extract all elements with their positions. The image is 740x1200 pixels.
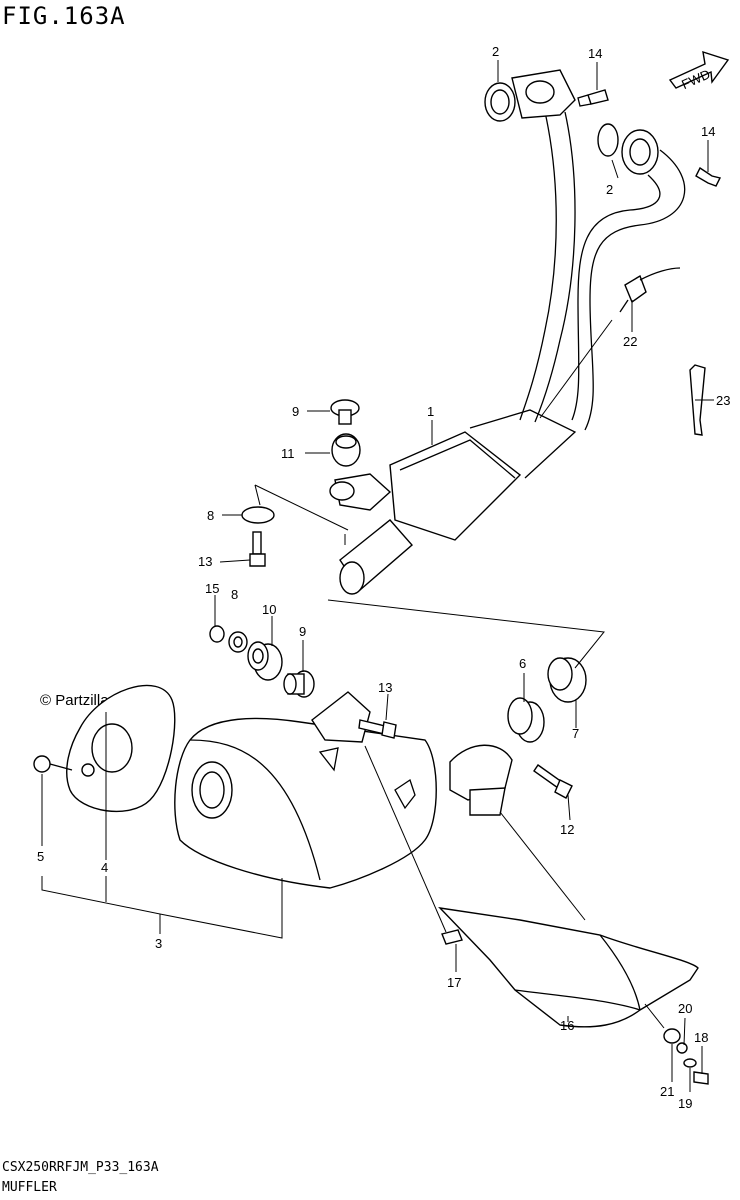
- seal-7: [547, 657, 587, 703]
- callout-labels: 2 14 14 2 22 23 1 9 11 8 13 15 8 10 9 13…: [37, 44, 730, 1111]
- callout-11: 11: [281, 446, 295, 461]
- callout-17: 17: [447, 975, 461, 990]
- callout-2-upper: 2: [492, 44, 499, 59]
- callout-2-lower: 2: [606, 182, 613, 197]
- callout-20: 20: [678, 1001, 692, 1016]
- forward-direction-arrow: FWD: [668, 50, 730, 92]
- bolt-13-muffler: [358, 719, 397, 739]
- callout-9-lower: 9: [299, 624, 306, 639]
- bolt-14-lower: [695, 166, 722, 187]
- callout-22: 22: [623, 334, 637, 349]
- callout-8-lower: 8: [231, 587, 238, 602]
- callout-12: 12: [560, 822, 574, 837]
- grommet-10: [247, 641, 283, 681]
- washer-8-upper: [241, 506, 275, 524]
- oxygen-sensor-22: [619, 267, 681, 313]
- callout-5: 5: [37, 849, 44, 864]
- callout-16: 16: [560, 1018, 574, 1033]
- callout-13-muffler: 13: [378, 680, 392, 695]
- figure-title: FIG.163A: [2, 2, 126, 30]
- callout-10: 10: [262, 602, 276, 617]
- callout-15: 15: [205, 581, 219, 596]
- callout-9-upper: 9: [292, 404, 299, 419]
- nut-21: [663, 1028, 681, 1044]
- exhaust-pipe-assembly: [329, 69, 686, 595]
- callout-13-left: 13: [198, 554, 212, 569]
- fwd-label: FWD: [679, 66, 712, 92]
- callout-21: 21: [660, 1084, 674, 1099]
- washer-19: [683, 1058, 697, 1068]
- bolt-13-left: [249, 531, 266, 567]
- leader-lines: [41, 60, 714, 1092]
- callout-4: 4: [101, 860, 108, 875]
- footer-section-name: MUFFLER: [2, 1180, 57, 1195]
- callout-23: 23: [716, 393, 730, 408]
- callout-7: 7: [572, 726, 579, 741]
- callout-19: 19: [678, 1096, 692, 1111]
- callout-14-lower: 14: [701, 124, 715, 139]
- bolt-12: [533, 764, 573, 799]
- bolt-18: [693, 1071, 709, 1085]
- callout-6: 6: [519, 656, 526, 671]
- callout-3: 3: [155, 936, 162, 951]
- spacer-20: [676, 1042, 688, 1054]
- nut-17: [441, 929, 463, 945]
- heat-guard-16: [438, 907, 699, 1028]
- gasket-2-lower: [597, 123, 619, 157]
- screw-5: [33, 755, 73, 773]
- muffler-cover-4: [66, 684, 176, 813]
- bolt-14-upper: [577, 89, 609, 107]
- footer-diagram-code: CSX250RRFJM_P33_163A: [2, 1160, 159, 1175]
- nut-15: [209, 625, 225, 643]
- gasket-6: [507, 697, 545, 743]
- callout-18: 18: [694, 1030, 708, 1045]
- callout-14-upper: 14: [588, 46, 602, 61]
- muffler-body-3: [174, 691, 513, 889]
- callout-1: 1: [427, 404, 434, 419]
- callout-8-upper: 8: [207, 508, 214, 523]
- collar-9-lower: [283, 670, 315, 698]
